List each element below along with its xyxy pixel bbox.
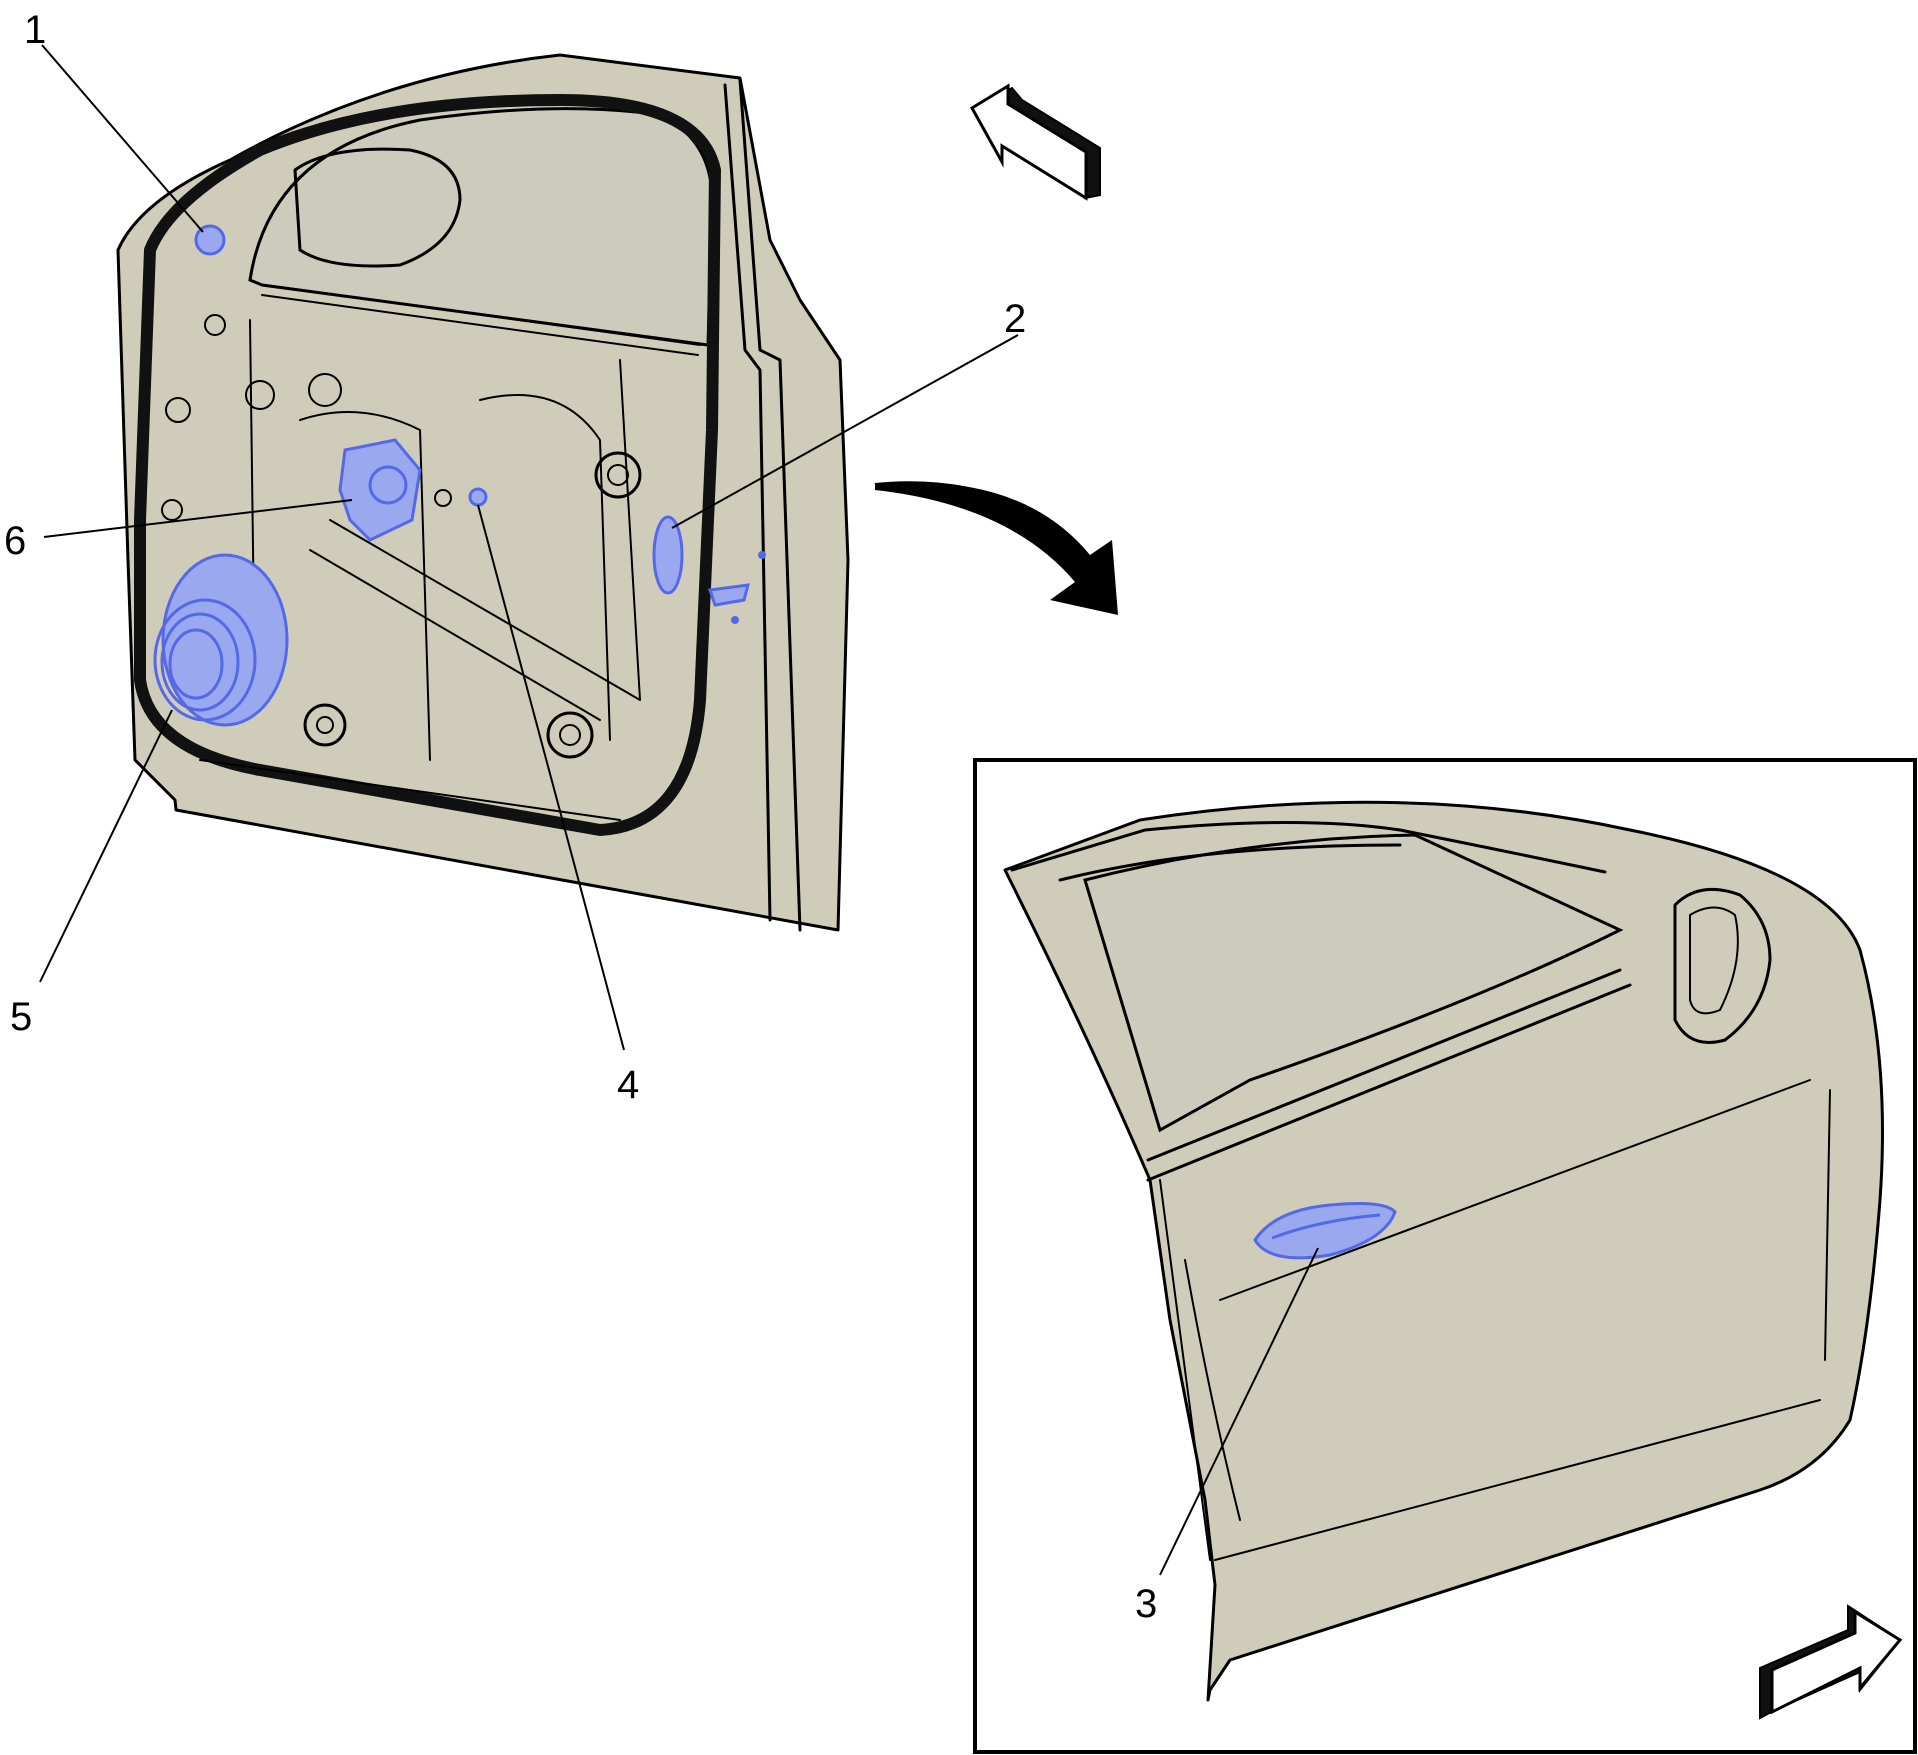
- latch-rod-component-4: [468, 487, 488, 507]
- direction-arrow-icon: [1759, 1604, 1903, 1720]
- callout-2: 2: [1004, 297, 1026, 341]
- speaker-component-5: [153, 553, 289, 727]
- direction-arrow-icon: [969, 83, 1101, 201]
- detail-inset: [973, 758, 1917, 1754]
- outside-handle-component-3: [1253, 1202, 1397, 1260]
- callout-4: 4: [617, 1063, 639, 1107]
- inner-door-view: [116, 53, 850, 932]
- callout-3: 3: [1135, 1582, 1157, 1626]
- window-motor-component-6: [338, 438, 422, 542]
- leader-lines: [39, 44, 1319, 1576]
- grommets: [161, 314, 642, 759]
- outer-window-frame: [1010, 821, 1632, 1182]
- callout-5: 5: [10, 995, 32, 1039]
- inner-panel-lines: [199, 284, 701, 821]
- door-weatherstrip: [134, 94, 721, 836]
- side-mirror: [1673, 887, 1772, 1044]
- mirror-bracket-component-1: [194, 224, 226, 256]
- callout-1: 1: [24, 8, 46, 52]
- door-frame-pillar: [723, 78, 802, 932]
- callout-6: 6: [4, 519, 26, 563]
- callouts: 1 2 3 4 5 6: [4, 8, 1157, 1626]
- mirror-sail: [293, 147, 462, 268]
- transition-curved-arrow-icon: [874, 481, 1118, 615]
- outer-body-lines: [1159, 1079, 1831, 1561]
- inside-handle-component-2: [652, 515, 766, 624]
